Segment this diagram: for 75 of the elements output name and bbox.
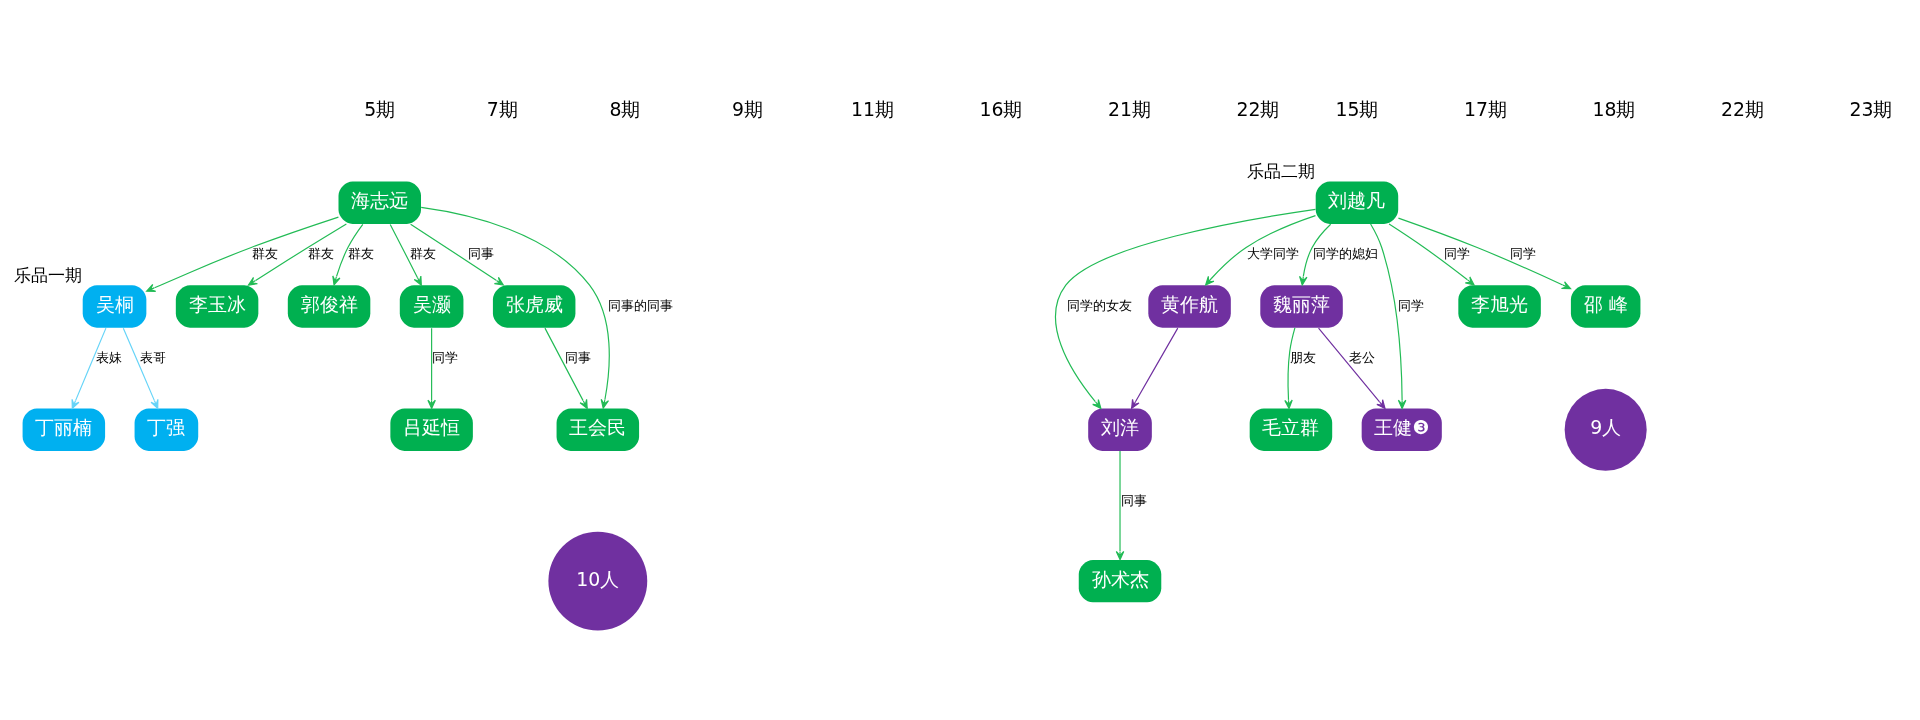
node-circle: 10人 [548, 531, 648, 631]
arrow [1115, 449, 1125, 560]
node-box: 毛立群 [1249, 408, 1333, 451]
edge-label: 朋友 [1290, 349, 1317, 365]
label: 8期 [609, 97, 641, 120]
edge-label: 同学 [1443, 245, 1470, 261]
arrow [71, 327, 107, 409]
arrow [122, 327, 159, 409]
arrow [389, 223, 422, 286]
node-box: 海志远 [338, 181, 421, 224]
arrow [1397, 217, 1572, 289]
node-box: 李玉冰 [175, 284, 259, 328]
node-box: 孙术杰 [1078, 559, 1162, 602]
edge-label: 群友 [409, 245, 436, 261]
edge-label: 同学 [432, 349, 459, 365]
arrow [1317, 327, 1386, 409]
arrow [1205, 214, 1317, 286]
edge-label: 同事 [565, 349, 592, 365]
edge-label: 表哥 [139, 349, 166, 365]
node-box: 丁丽楠 [22, 408, 106, 451]
label: 7期 [486, 97, 518, 120]
edge-label: 同学 [1509, 245, 1536, 261]
label: 5期 [364, 97, 396, 120]
label: 9期 [732, 97, 764, 120]
edge-label: 同学 [1397, 297, 1424, 313]
node-box: 吕延恒 [390, 408, 473, 451]
label: 22期 [1236, 97, 1280, 120]
arrow [1054, 208, 1317, 409]
label: 15期 [1335, 97, 1379, 120]
edge-label: 同学的媳妇 [1313, 245, 1379, 261]
edge-label: 表妹 [96, 349, 123, 365]
edge-label: 群友 [251, 245, 278, 261]
node-box: 吴桐 [82, 284, 147, 328]
edge-label: 同事的同事 [608, 297, 674, 313]
edge-label: 同事 [467, 245, 494, 261]
label: 21期 [1107, 97, 1151, 120]
node-box: 李旭光 [1458, 284, 1541, 328]
arrow [332, 223, 364, 285]
node-box: 魏丽萍 [1260, 284, 1343, 328]
arrow [1284, 326, 1296, 409]
node-box: 王会民 [556, 408, 640, 451]
arrow [410, 223, 504, 286]
node-circle: 9人 [1564, 388, 1647, 471]
node-box: 郭俊祥 [287, 284, 371, 328]
edge-label: 同学的女友 [1066, 297, 1132, 313]
arrow [1299, 223, 1332, 286]
arrow [1370, 222, 1407, 409]
node-label: 乐品二期 [1247, 161, 1316, 181]
node-box: 丁强 [134, 408, 199, 451]
node-label: 乐品一期 [14, 265, 83, 285]
label: 17期 [1463, 97, 1507, 120]
arrow [1131, 327, 1179, 409]
arrow [146, 216, 339, 292]
edge-label: 群友 [348, 245, 375, 261]
node-box: 吴灏 [399, 284, 464, 328]
edge-label: 同事 [1120, 492, 1147, 508]
node-box: 张虎威 [492, 284, 576, 328]
edge-label: 群友 [308, 245, 335, 261]
label: 18期 [1592, 97, 1636, 120]
label: 22期 [1720, 97, 1764, 120]
arrow [420, 206, 610, 409]
label: 16期 [979, 97, 1023, 120]
edge-label: 大学同学 [1247, 245, 1300, 261]
label: 23期 [1849, 97, 1893, 120]
arrow [1388, 222, 1475, 286]
node-box: 邵 峰 [1570, 284, 1641, 328]
arrow [544, 327, 588, 409]
arrow [247, 222, 347, 286]
node-box: 刘洋 [1088, 408, 1152, 451]
node-box: 刘越凡 [1315, 181, 1399, 224]
arrow [427, 327, 436, 409]
label: 11期 [850, 97, 894, 120]
edge-label: 老公 [1349, 349, 1376, 365]
node-box: 王健❸ [1361, 408, 1442, 451]
node-box: 黄作航 [1148, 284, 1231, 328]
